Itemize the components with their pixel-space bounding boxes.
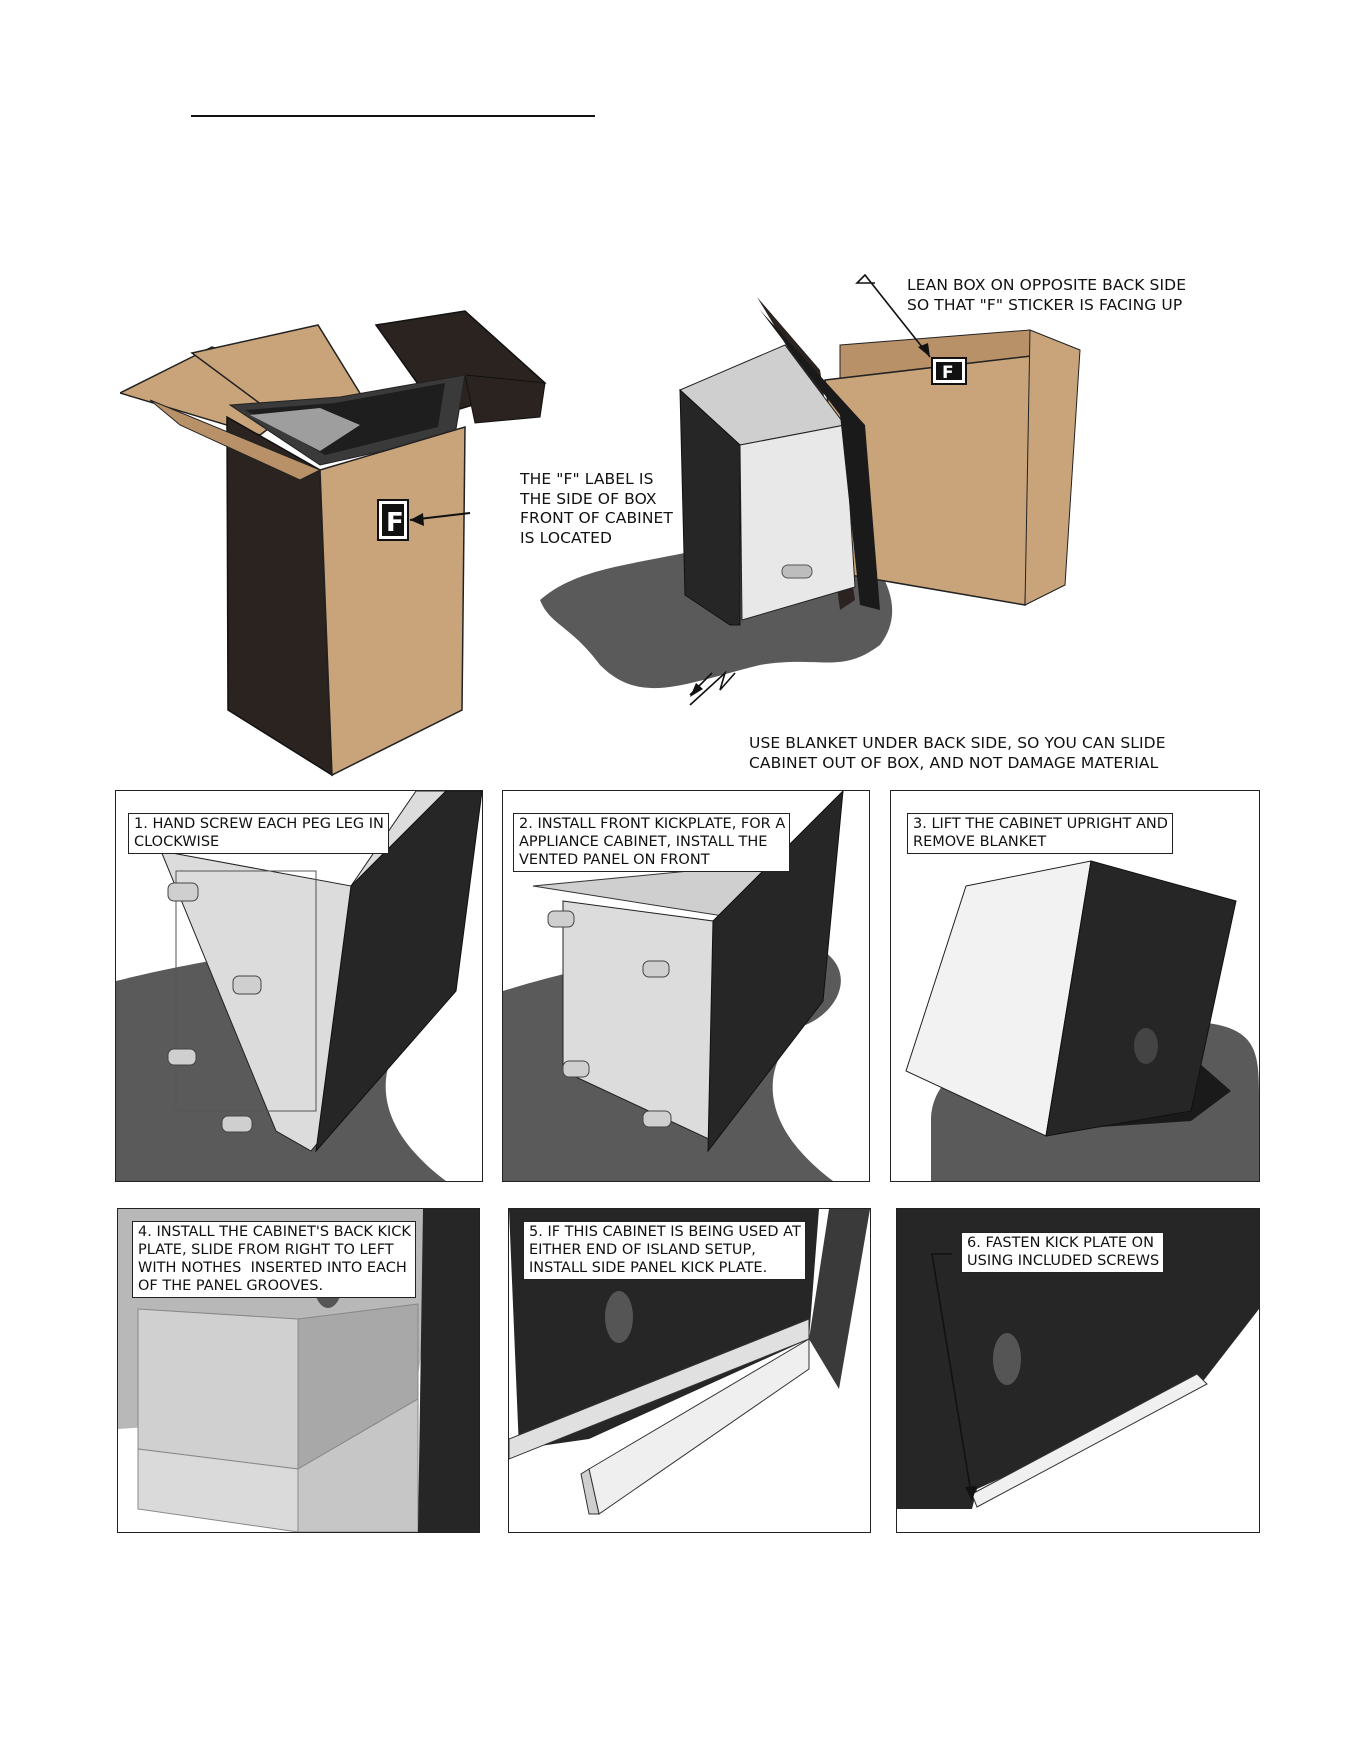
- f-sticker-left: F: [386, 508, 404, 538]
- unboxing-illustration: F F: [120, 273, 1081, 777]
- step-3-art: [905, 860, 1259, 1181]
- step-4-panel: 4. INSTALL THE CABINET'S BACK KICK PLATE…: [117, 1208, 480, 1533]
- step-3-caption: 3. LIFT THE CABINET UPRIGHT AND REMOVE B…: [907, 813, 1173, 854]
- step-2-panel: 2. INSTALL FRONT KICKPLATE, FOR A APPLIA…: [502, 790, 870, 1182]
- step-6-art: [897, 1209, 1259, 1509]
- lean-box-callout: LEAN BOX ON OPPOSITE BACK SIDE SO THAT "…: [907, 276, 1187, 314]
- step-1-panel: 1. HAND SCREW EACH PEG LEG IN CLOCKWISE: [115, 790, 483, 1182]
- step-2-art: [503, 791, 844, 1181]
- step-5-panel: 5. IF THIS CABINET IS BEING USED AT EITH…: [508, 1208, 871, 1533]
- step-6-panel: 6. FASTEN KICK PLATE ON USING INCLUDED S…: [896, 1208, 1260, 1533]
- step-3-panel: 3. LIFT THE CABINET UPRIGHT AND REMOVE B…: [890, 790, 1260, 1182]
- step-1-caption: 1. HAND SCREW EACH PEG LEG IN CLOCKWISE: [128, 813, 389, 854]
- step-6-caption: 6. FASTEN KICK PLATE ON USING INCLUDED S…: [961, 1232, 1165, 1273]
- step-1-art: [116, 791, 482, 1181]
- f-label-callout: THE "F" LABEL IS THE SIDE OF BOX FRONT O…: [520, 470, 674, 547]
- tipped-box-drawing: F: [540, 273, 1081, 706]
- header-underline: [191, 115, 595, 117]
- open-box-drawing: F: [120, 310, 547, 777]
- step-4-caption: 4. INSTALL THE CABINET'S BACK KICK PLATE…: [132, 1221, 416, 1298]
- blanket-callout: USE BLANKET UNDER BACK SIDE, SO YOU CAN …: [749, 734, 1166, 772]
- f-sticker-right: F: [942, 363, 954, 383]
- step-2-caption: 2. INSTALL FRONT KICKPLATE, FOR A APPLIA…: [513, 813, 791, 872]
- step-5-caption: 5. IF THIS CABINET IS BEING USED AT EITH…: [523, 1221, 806, 1280]
